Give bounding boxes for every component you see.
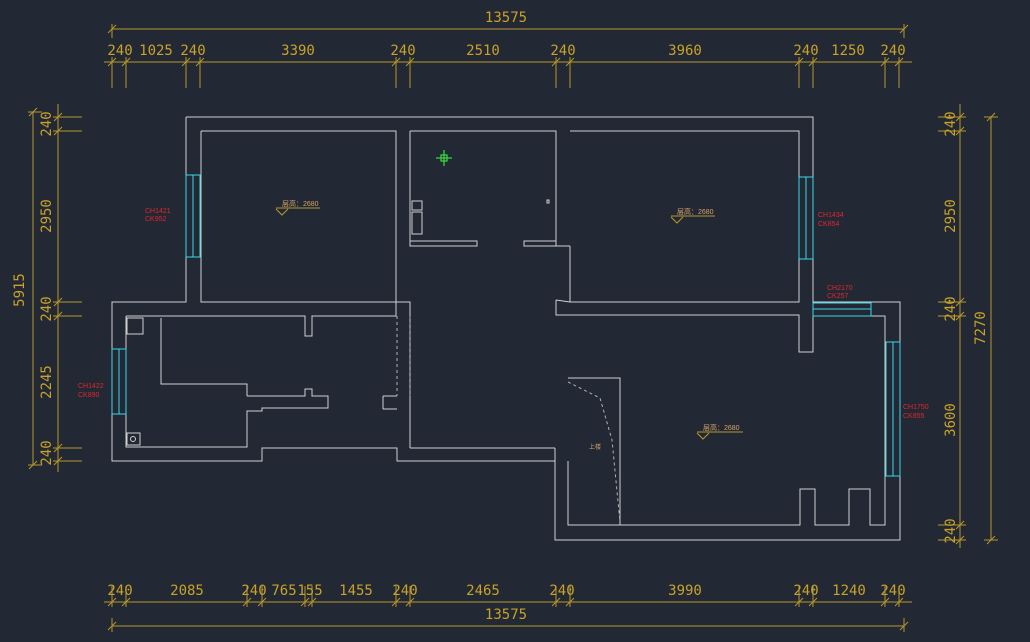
left-dim-1: 240 (39, 111, 55, 136)
walls (111, 116, 901, 541)
right-total-dimension: 7270 (973, 311, 989, 345)
window-4-label-b: CK890 (78, 392, 100, 399)
stair-label: 上楼 (589, 443, 601, 451)
ceiling-height-1: 层高：2680 (282, 199, 319, 208)
top-dim-11: 240 (880, 43, 905, 59)
right-dim-2: 2950 (943, 199, 959, 233)
top-dim-1: 240 (107, 43, 132, 59)
ceiling-height-2: 层高：2680 (677, 207, 714, 216)
window-3-label-a: CH2170 (827, 285, 853, 292)
window-2-label-b: CK854 (818, 221, 840, 228)
bottom-dim-13: 240 (880, 583, 905, 599)
bottom-dim-1: 240 (107, 583, 132, 599)
top-dim-4: 3390 (281, 43, 315, 59)
windows (111, 174, 901, 477)
left-dim-5: 240 (39, 440, 55, 465)
bottom-dim-8: 2465 (466, 583, 500, 599)
window-labels: CH1421 CK952 CH1434 CK854 CH2170 CK257 C… (78, 208, 929, 420)
left-dim-3: 240 (39, 296, 55, 321)
top-dim-6: 2510 (466, 43, 500, 59)
window-1-label-a: CH1421 (145, 208, 171, 215)
bottom-dim-9: 240 (549, 583, 574, 599)
top-dim-7: 240 (550, 43, 575, 59)
top-dim-10: 1250 (831, 43, 865, 59)
ceiling-markers: 层高：2680 层高：2680 层高：2680 上楼 (275, 199, 743, 451)
window-5-label-b: CK855 (903, 413, 925, 420)
bottom-dim-6: 1455 (339, 583, 373, 599)
top-dim-8: 3960 (668, 43, 702, 59)
top-dim-2: 1025 (139, 43, 173, 59)
crosshair-cursor-icon (436, 150, 452, 166)
bottom-dim-10: 3990 (668, 583, 702, 599)
right-dim-3: 240 (943, 296, 959, 321)
bottom-dim-2: 2085 (170, 583, 204, 599)
window-2-label-a: CH1434 (818, 212, 844, 219)
bottom-dim-7: 240 (392, 583, 417, 599)
bottom-dim-11: 240 (793, 583, 818, 599)
top-total-dimension: 13575 (485, 10, 527, 26)
window-5-label-a: CH1750 (903, 404, 929, 411)
bottom-dim-4: 765 (271, 583, 296, 599)
left-dimension-group: 5915 240 2950 240 2245 240 (12, 104, 82, 472)
bottom-dim-12: 1240 (832, 583, 866, 599)
right-dim-5: 240 (943, 518, 959, 543)
left-total-dimension: 5915 (12, 273, 28, 307)
bottom-dim-3: 240 (241, 583, 266, 599)
left-dim-2: 2950 (39, 199, 55, 233)
ceiling-height-3: 层高：2680 (703, 423, 740, 432)
window-4-label-a: CH1422 (78, 383, 104, 390)
bottom-dimension-group: 240 2085 240 765 155 1455 240 2465 240 3… (104, 583, 912, 632)
right-dim-4: 3600 (943, 403, 959, 437)
bottom-total-dimension: 13575 (485, 607, 527, 623)
top-dim-3: 240 (180, 43, 205, 59)
right-dim-1: 240 (943, 111, 959, 136)
window-1-label-b: CK952 (145, 216, 167, 223)
top-dimension-group: 13575 240 1025 240 3390 240 2510 240 396… (104, 10, 912, 88)
top-dim-9: 240 (793, 43, 818, 59)
right-dimension-group: 240 2950 240 3600 240 7270 (938, 104, 998, 548)
bottom-dim-5: 155 (297, 583, 322, 599)
window-3-label-b: CK257 (827, 293, 849, 300)
top-dim-5: 240 (390, 43, 415, 59)
left-dim-4: 2245 (39, 365, 55, 399)
